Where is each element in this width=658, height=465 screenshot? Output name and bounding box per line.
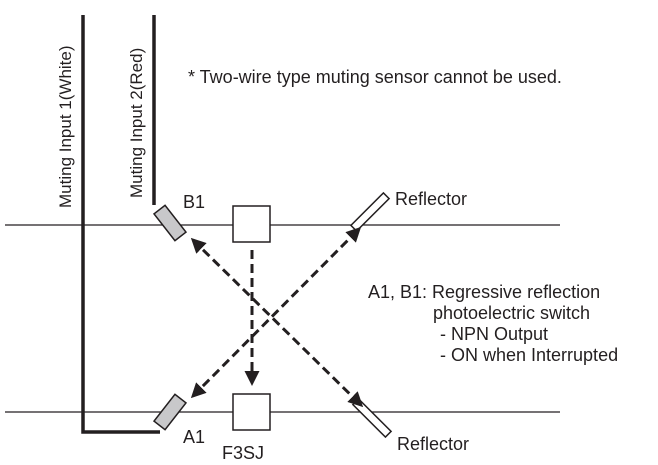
description-line-4: - ON when Interrupted xyxy=(440,345,618,365)
sensor-b1 xyxy=(152,204,188,242)
muting-input-1-wire xyxy=(81,15,160,434)
muting-input-1-label: Muting Input 1(White) xyxy=(56,45,75,208)
beam-arrow-b1-reflector-bottom xyxy=(190,237,364,408)
f3sj-label: F3SJ xyxy=(222,443,264,463)
reflector-bottom xyxy=(351,397,393,439)
description-line-3: - NPN Output xyxy=(440,324,548,344)
two-wire-note: * Two-wire type muting sensor cannot be … xyxy=(188,67,562,87)
f3sj-top-unit xyxy=(232,205,271,243)
beam-arrow-a1-reflector-top xyxy=(190,226,362,399)
sensor-b1-label: B1 xyxy=(183,192,205,212)
f3sj-bottom-unit xyxy=(232,393,271,431)
sensor-a1 xyxy=(152,393,188,431)
description-line-1: A1, B1: Regressive reflection xyxy=(368,282,600,302)
reflector-bottom-label: Reflector xyxy=(397,434,469,454)
reflector-top-label: Reflector xyxy=(395,189,467,209)
sensor-a1-label: A1 xyxy=(183,427,205,447)
muting-input-2-label: Muting Input 2(Red) xyxy=(127,48,146,198)
description-line-2: photoelectric switch xyxy=(433,303,590,323)
